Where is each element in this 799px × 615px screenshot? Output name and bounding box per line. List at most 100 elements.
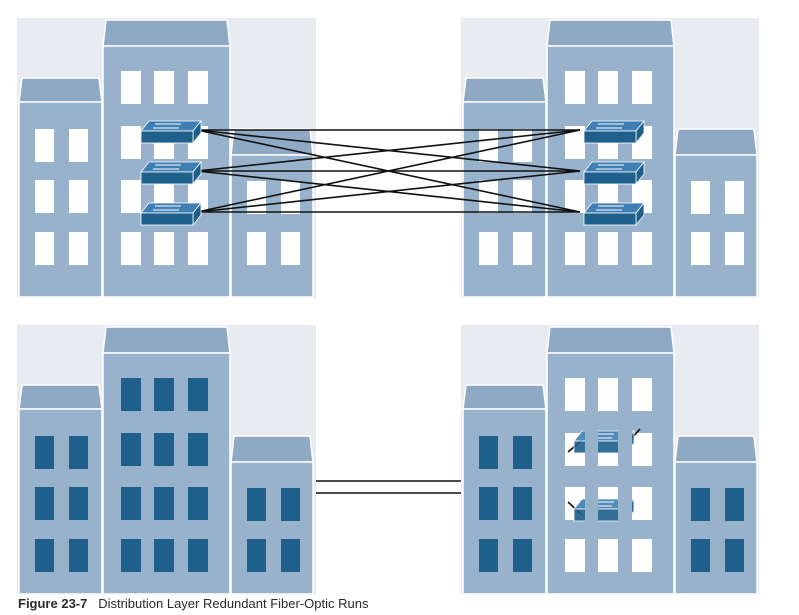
top-left-building-center xyxy=(102,19,231,298)
building-roof xyxy=(462,384,547,410)
building-window xyxy=(598,539,618,572)
building-window xyxy=(188,378,208,411)
top-right-switch-3 xyxy=(583,201,645,227)
building-edge xyxy=(653,425,673,525)
buildings-group xyxy=(18,19,758,595)
building-window xyxy=(35,180,54,213)
top-left-building-left xyxy=(18,77,103,298)
building-window xyxy=(281,232,300,265)
building-window xyxy=(513,180,532,213)
building-window xyxy=(513,487,532,520)
bottom-right-highlight-windows xyxy=(565,378,652,572)
top-right-building-left xyxy=(462,77,547,298)
building-window xyxy=(69,487,88,520)
building-window xyxy=(121,378,141,411)
building-window xyxy=(691,539,710,572)
fiber-link xyxy=(196,170,581,213)
building-window xyxy=(188,433,208,466)
switch-front xyxy=(583,171,637,185)
building-roof xyxy=(546,19,675,47)
building-window xyxy=(565,126,585,159)
building-window xyxy=(513,232,532,265)
fiber-link xyxy=(196,129,581,213)
building-roof xyxy=(18,384,103,410)
building-window xyxy=(121,539,141,572)
building-window xyxy=(513,129,532,162)
building-body xyxy=(230,461,314,595)
switch-front xyxy=(140,130,194,144)
building-window xyxy=(479,129,498,162)
building-body xyxy=(18,408,103,595)
figure-title: Distribution Layer Redundant Fiber-Optic… xyxy=(98,596,369,611)
building-window xyxy=(479,487,498,520)
figure-caption: Figure 23-7 Distribution Layer Redundant… xyxy=(18,596,368,611)
switch-top xyxy=(583,120,645,132)
building-window xyxy=(154,71,174,104)
building-window xyxy=(121,126,141,159)
building-window xyxy=(632,539,652,572)
building-window xyxy=(565,180,585,213)
building-window xyxy=(725,539,744,572)
building-window xyxy=(154,487,174,520)
building-window xyxy=(69,539,88,572)
building-window xyxy=(154,378,174,411)
building-window xyxy=(69,232,88,265)
switch-front xyxy=(140,212,194,226)
building-window xyxy=(479,232,498,265)
building-window xyxy=(121,433,141,466)
building-window xyxy=(35,487,54,520)
switch-top xyxy=(583,161,645,173)
building-roof xyxy=(102,326,231,354)
building-window xyxy=(281,181,300,214)
building-window xyxy=(479,436,498,469)
bottom-right-building-right xyxy=(674,435,758,595)
building-window xyxy=(154,433,174,466)
building-window xyxy=(632,71,652,104)
building-window xyxy=(35,539,54,572)
building-roof xyxy=(546,326,675,354)
building-roof xyxy=(102,19,231,47)
top-right-building-right xyxy=(674,128,758,298)
switches-group xyxy=(140,119,673,525)
bottom-right-window-overlay xyxy=(565,425,673,525)
building-window xyxy=(725,181,744,214)
building-window xyxy=(725,488,744,521)
bottom-left-building-center xyxy=(102,326,231,595)
building-body xyxy=(462,408,547,595)
building-window xyxy=(188,71,208,104)
links-group xyxy=(196,129,641,516)
building-window xyxy=(69,436,88,469)
building-window xyxy=(35,436,54,469)
building-window xyxy=(69,180,88,213)
building-roof xyxy=(674,435,758,463)
building-window xyxy=(121,71,141,104)
switch-top xyxy=(140,202,202,214)
building-window xyxy=(121,487,141,520)
building-window xyxy=(281,488,300,521)
building-window xyxy=(632,378,652,411)
building-roof xyxy=(18,77,103,103)
building-window xyxy=(479,180,498,213)
switch-front xyxy=(583,130,637,144)
building-body xyxy=(18,101,103,298)
building-window xyxy=(121,180,141,213)
building-window xyxy=(247,488,266,521)
building-window xyxy=(121,232,141,265)
building-window xyxy=(154,232,174,265)
bottom-right-building-left xyxy=(462,384,547,595)
building-roof xyxy=(462,77,547,103)
switch-front xyxy=(140,171,194,185)
top-left-building-right xyxy=(230,128,314,298)
switch-top xyxy=(583,202,645,214)
building-window xyxy=(632,433,652,466)
fiber-link xyxy=(196,129,581,172)
building-window xyxy=(69,129,88,162)
top-right-switch-2 xyxy=(583,160,645,186)
top-right-switch-1 xyxy=(583,119,645,145)
building-window xyxy=(598,232,618,265)
building-window xyxy=(598,378,618,411)
switch-top xyxy=(140,161,202,173)
building-roof xyxy=(230,128,314,156)
building-window xyxy=(565,71,585,104)
